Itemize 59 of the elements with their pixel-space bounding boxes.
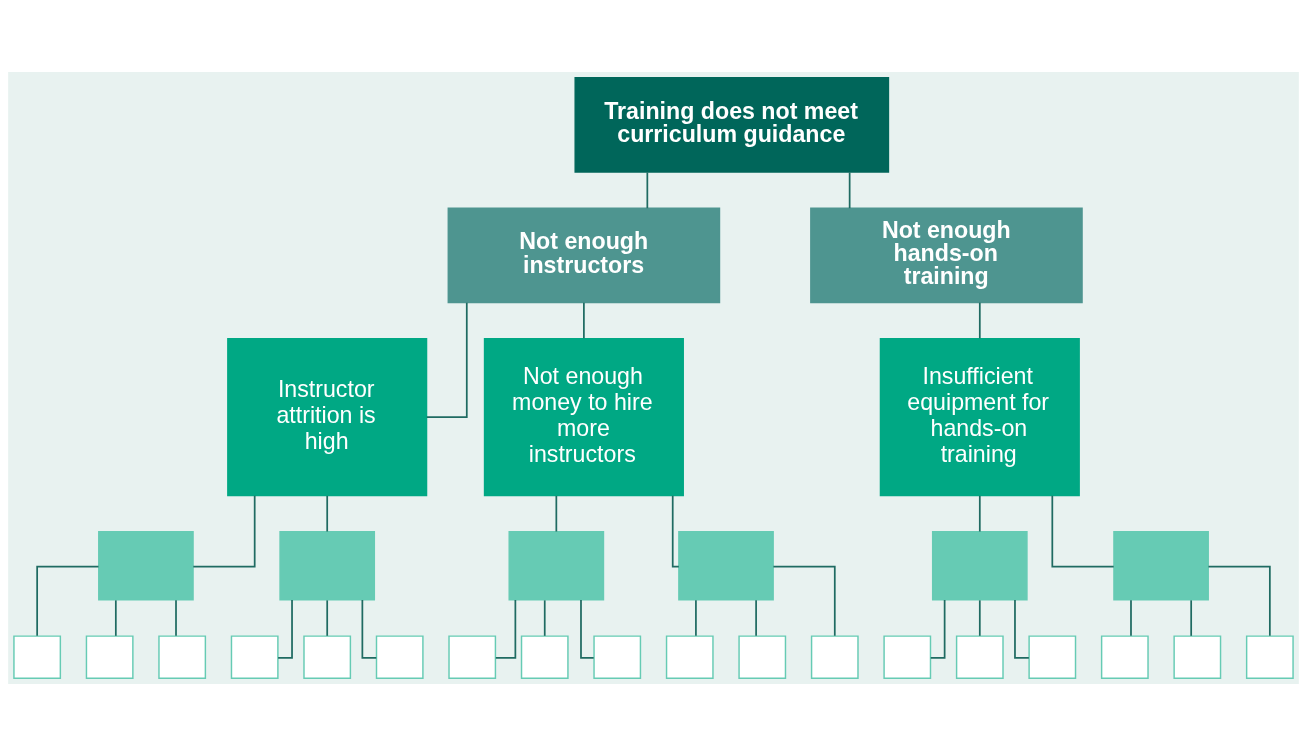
- connector: [494, 598, 517, 659]
- connector: [1051, 494, 1115, 567]
- node-box: [593, 634, 642, 679]
- connector: [978, 494, 981, 532]
- connector: [580, 598, 595, 659]
- node-box: Not enough money to hire more instructors: [483, 337, 684, 496]
- node-box: [158, 634, 207, 679]
- node-box: [13, 634, 62, 679]
- node-box: [1100, 634, 1149, 679]
- connector: [326, 599, 329, 637]
- connector: [671, 494, 680, 567]
- connector: [929, 598, 946, 659]
- node-box: [665, 634, 714, 679]
- connector: [848, 171, 851, 209]
- connector: [425, 301, 468, 418]
- connector: [978, 301, 981, 339]
- connector: [543, 599, 546, 637]
- node-box: Training does not meet curriculum guidance: [574, 76, 890, 173]
- node-box: Insufficient equipment for hands-on training: [879, 337, 1080, 496]
- node-box: [738, 634, 787, 679]
- node-box: [1245, 634, 1294, 679]
- node-box: [85, 634, 134, 679]
- connector: [555, 494, 558, 532]
- connector: [772, 565, 836, 637]
- connector: [755, 599, 757, 637]
- connector: [114, 599, 117, 637]
- node-box: Instructor attrition is high: [227, 337, 428, 496]
- connector: [361, 598, 378, 659]
- node-box: [955, 634, 1004, 679]
- node-box: [1173, 634, 1222, 679]
- node-box: [520, 634, 569, 679]
- node-box: [1028, 634, 1077, 679]
- connector: [695, 599, 697, 637]
- connector: [1014, 598, 1030, 659]
- node-box: [230, 634, 279, 679]
- node-box: [375, 634, 424, 679]
- node-box: [303, 634, 352, 679]
- connector: [646, 171, 649, 209]
- node-box: [98, 530, 194, 601]
- connector: [978, 599, 981, 637]
- connector: [583, 301, 585, 339]
- node-box: [279, 530, 376, 601]
- connector: [36, 565, 100, 637]
- node-box: [448, 634, 497, 679]
- node-box: [810, 634, 859, 679]
- connector: [175, 599, 177, 637]
- connector: [1207, 565, 1271, 637]
- node-box: Not enough instructors: [447, 207, 721, 303]
- node-box: Not enough hands-on training: [810, 207, 1083, 303]
- connector: [192, 494, 256, 567]
- connector: [1190, 599, 1193, 637]
- node-box: [883, 634, 932, 679]
- connector: [277, 598, 293, 659]
- node-box: [1113, 530, 1209, 601]
- node-box: [931, 530, 1028, 601]
- connector: [1130, 599, 1132, 637]
- connector: [326, 494, 329, 532]
- node-box: [678, 530, 774, 601]
- node-box: [508, 530, 605, 601]
